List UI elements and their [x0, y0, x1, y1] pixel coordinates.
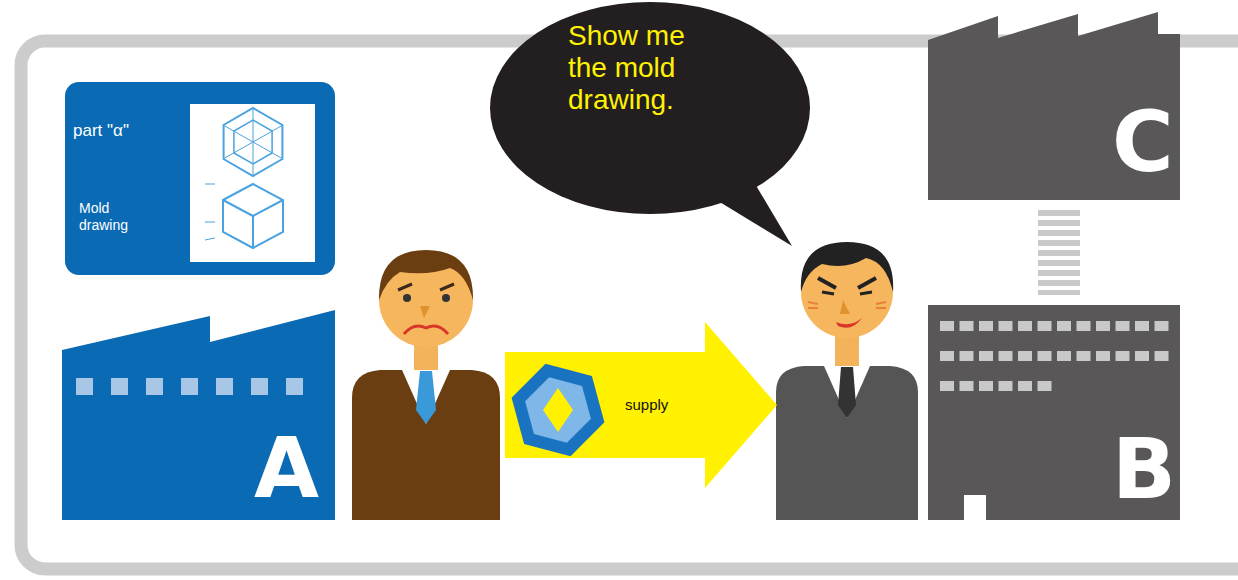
mold-drawing-card-shape: [65, 82, 335, 275]
node-text: B: [1112, 427, 1178, 511]
factory-b: B: [928, 305, 1180, 520]
speech-bubble: Show me the mold drawing.: [490, 0, 815, 250]
factory-a: A: [62, 310, 335, 520]
text-slot: C: [1112, 100, 1178, 184]
text-slot: part "α": [73, 120, 129, 142]
text-slot: A: [254, 426, 324, 510]
node-text: C: [1112, 100, 1178, 184]
person-b: [776, 242, 918, 520]
supply-arrow: supply: [505, 322, 777, 488]
node-text: part "α": [73, 120, 129, 142]
mold-drawing-card: part "α" Mold drawing: [65, 82, 335, 275]
text-slot: Show me the mold drawing.: [568, 20, 720, 117]
bridge-connector: [1038, 210, 1080, 295]
factory-c: C: [928, 8, 1180, 200]
text-slot: supply: [625, 396, 695, 414]
node-text: supply: [625, 396, 695, 414]
node-text: Mold drawing: [79, 200, 153, 234]
person-a: [352, 250, 500, 520]
node-text: Show me the mold drawing.: [568, 20, 720, 117]
text-slot: B: [1112, 427, 1178, 511]
text-slot: Mold drawing: [79, 200, 153, 234]
node-text: A: [254, 426, 324, 510]
